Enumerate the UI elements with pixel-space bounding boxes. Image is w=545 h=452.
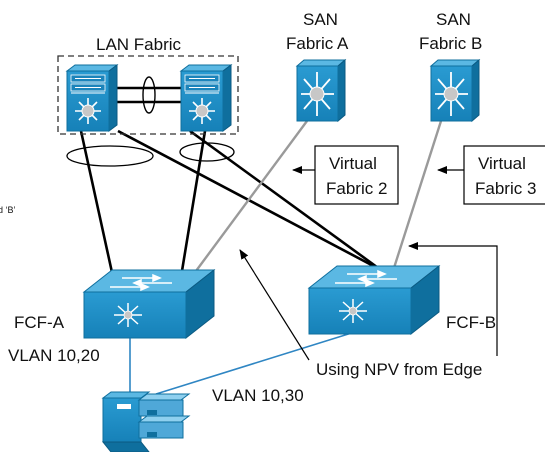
fcf-a-label: FCF-A — [14, 313, 65, 332]
vpc-peer-link — [114, 76, 181, 114]
link-sana-fcfa — [195, 120, 308, 272]
mds-director-switch-icon — [429, 58, 481, 123]
san-a-label-line1: SAN — [303, 10, 338, 29]
san-switch-a[interactable] — [295, 58, 347, 123]
fcf-switch-a[interactable] — [82, 268, 216, 340]
link-layer — [66, 120, 443, 398]
fcoe-fabric-switch-icon — [307, 264, 441, 336]
virtual-fabric-2-line2: Fabric 2 — [326, 179, 387, 198]
fcf-switch-b[interactable] — [307, 264, 441, 336]
port-channel-ellipse-right — [179, 142, 235, 162]
port-channel-ellipse-left — [66, 145, 154, 167]
san-b-label-line1: SAN — [436, 10, 471, 29]
mds-director-switch-icon — [295, 58, 347, 123]
virtual-fabric-2-callout: Virtual Fabric 2 — [292, 145, 399, 205]
clipped-text: d ‘B’ — [0, 205, 16, 215]
link-lan1-fcfa — [79, 130, 115, 278]
link-lan2-fcfa — [179, 130, 207, 278]
server-with-cna-icon — [101, 391, 191, 452]
lan-switch-2[interactable] — [179, 64, 233, 132]
nexus-director-switch-icon — [65, 64, 119, 132]
npv-annotation: Using NPV from Edge — [239, 242, 498, 379]
virtual-fabric-2-line1: Virtual — [329, 154, 377, 173]
nexus-director-switch-icon — [179, 64, 233, 132]
link-fcfb-server — [155, 330, 359, 395]
link-lan2-fcfb — [189, 129, 382, 272]
virtual-fabric-3-callout: Virtual Fabric 3 — [437, 145, 545, 205]
fcoe-fabric-switch-icon — [82, 268, 216, 340]
virtual-fabric-3-line2: Fabric 3 — [475, 179, 536, 198]
virtual-fabric-3-line1: Virtual — [478, 154, 526, 173]
san-switch-b[interactable] — [429, 58, 481, 123]
san-b-label-line2: Fabric B — [419, 34, 482, 53]
san-a-label-line2: Fabric A — [286, 34, 349, 53]
fcf-b-label: FCF-B — [446, 313, 496, 332]
lan-switch-1[interactable] — [65, 64, 119, 132]
server[interactable] — [101, 391, 191, 452]
npv-label: Using NPV from Edge — [316, 360, 482, 379]
lan-fabric-boundary — [57, 55, 239, 135]
vlan-b-label: VLAN 10,30 — [212, 386, 304, 405]
lan-fabric-label: LAN Fabric — [96, 35, 182, 54]
vlan-a-label: VLAN 10,20 — [8, 346, 100, 365]
link-sanb-fcfb — [391, 120, 443, 272]
